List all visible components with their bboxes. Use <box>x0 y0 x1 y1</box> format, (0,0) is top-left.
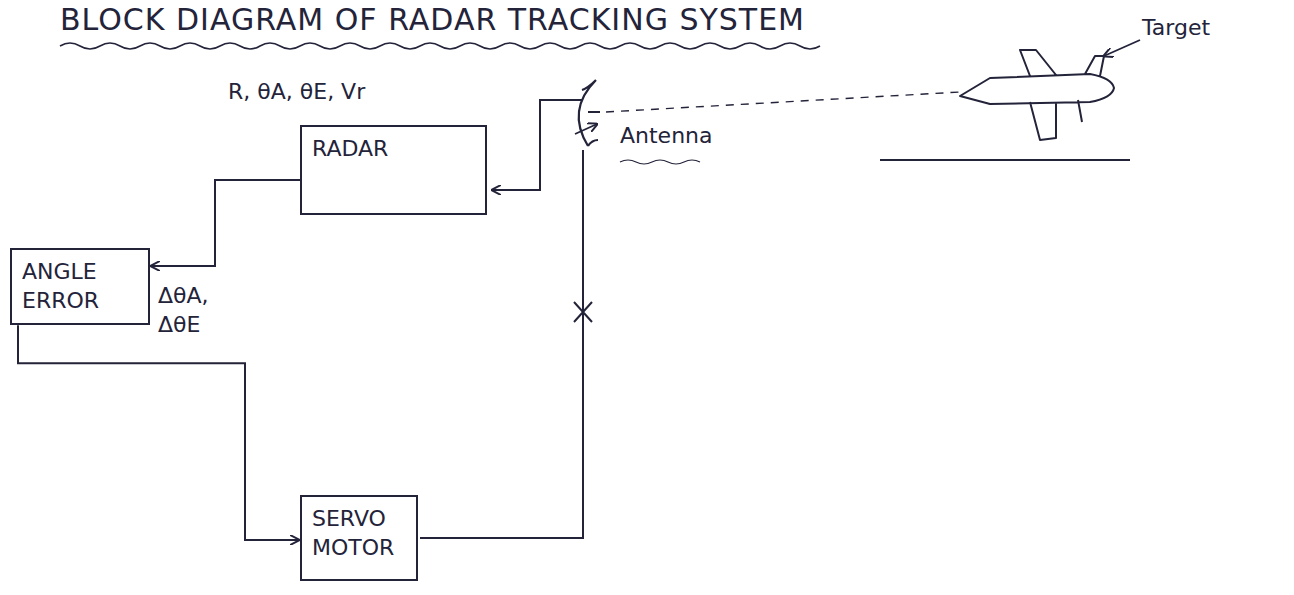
box-text: SERVO MOTOR <box>312 505 406 562</box>
servo-shaft-line <box>420 150 583 538</box>
box-text: RADAR <box>312 135 475 164</box>
diagram-title: BLOCK DIAGRAM OF RADAR TRACKING SYSTEM <box>60 2 805 37</box>
stray-line <box>880 159 1130 161</box>
antenna-feed-line <box>492 100 583 190</box>
beam-line <box>606 92 960 112</box>
target-pointer <box>1104 40 1140 56</box>
antenna-feed <box>575 112 600 134</box>
connector-arrow <box>18 325 299 540</box>
connector-arrow <box>151 180 300 266</box>
process-box: SERVO MOTOR <box>300 495 418 581</box>
signal-label: R, θA, θE, Vr <box>228 78 368 107</box>
label-underline <box>620 160 700 164</box>
target-aircraft <box>960 50 1114 140</box>
antenna-dish <box>579 80 598 146</box>
box-text: ANGLE ERROR <box>22 258 138 315</box>
signal-label: ΔθA, ΔθE <box>158 282 238 339</box>
process-box: RADAR <box>300 125 487 215</box>
title-underline <box>60 43 820 49</box>
shaft-mark <box>574 302 592 322</box>
signal-label: Antenna <box>620 122 740 151</box>
signal-label: Target <box>1142 14 1242 43</box>
process-box: ANGLE ERROR <box>10 248 150 325</box>
